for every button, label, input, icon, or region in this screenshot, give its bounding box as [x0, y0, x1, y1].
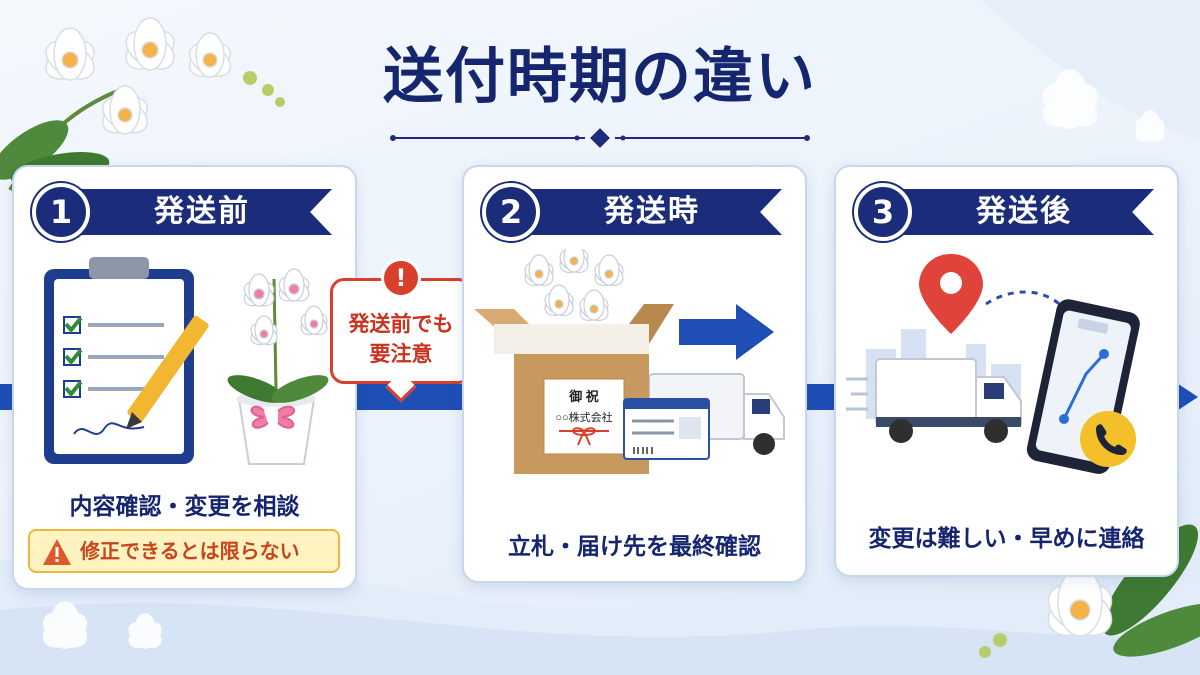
step-illustration — [846, 254, 1140, 474]
step-card-at-shipping: 2 発送時 御 祝 ○○株式会社 — [462, 165, 807, 583]
step-banner — [58, 189, 332, 235]
flower-decoration-bottom-left — [42, 601, 162, 649]
shipping-label-icon — [623, 398, 710, 460]
step-description: 立札・届け先を最終確認 — [508, 534, 761, 560]
exclamation-icon: ! — [381, 258, 421, 298]
step-card-before-shipping: 1 発送前 — [12, 165, 357, 590]
orchid-icon — [524, 249, 624, 322]
orchid-decoration-top-left — [0, 17, 285, 192]
step-description: 内容確認・変更を相談 — [69, 494, 300, 520]
shipping-box-icon: 御 祝 ○○株式会社 — [474, 304, 674, 474]
step-title: 発送時 — [604, 194, 700, 229]
step-header: 1 発送前 — [32, 183, 332, 241]
orchid-pot-icon — [227, 268, 329, 465]
step-illustration — [44, 257, 329, 465]
step-number: 3 — [854, 183, 912, 241]
caution-text-line2: 要注意 — [369, 342, 433, 366]
delivery-truck-icon — [846, 358, 1022, 443]
box-label-line1: 御 祝 — [568, 389, 599, 404]
step-header: 2 発送時 — [482, 183, 782, 241]
step-banner — [880, 189, 1154, 235]
box-label-line2: ○○株式会社 — [555, 410, 612, 424]
step-illustration: 御 祝 ○○株式会社 — [474, 249, 785, 474]
step-card-after-shipping: 3 発送後 — [834, 165, 1179, 577]
step-number: 2 — [482, 183, 540, 241]
location-pin-icon — [919, 254, 983, 334]
step-description: 変更は難しい・早めに連絡 — [868, 526, 1145, 552]
phone-call-icon — [1080, 411, 1136, 467]
step-banner — [508, 189, 782, 235]
step-number: 1 — [32, 183, 90, 241]
caution-text-line1: 発送前でも — [348, 312, 454, 336]
page-title: 送付時期の違い — [383, 42, 817, 112]
pencil-icon — [126, 315, 209, 429]
flower-decoration-top-right — [1042, 69, 1165, 142]
warning-box: 修正できるとは限らない — [28, 529, 340, 573]
warning-text: 修正できるとは限らない — [80, 539, 300, 563]
caution-bubble: ! 発送前でも 要注意 — [330, 258, 472, 406]
step-header: 3 発送後 — [854, 183, 1154, 241]
title-divider — [390, 128, 810, 148]
arrow-right-icon — [679, 304, 774, 360]
step-title: 発送後 — [976, 194, 1072, 229]
warning-icon — [43, 539, 71, 565]
step-title: 発送前 — [154, 194, 250, 229]
